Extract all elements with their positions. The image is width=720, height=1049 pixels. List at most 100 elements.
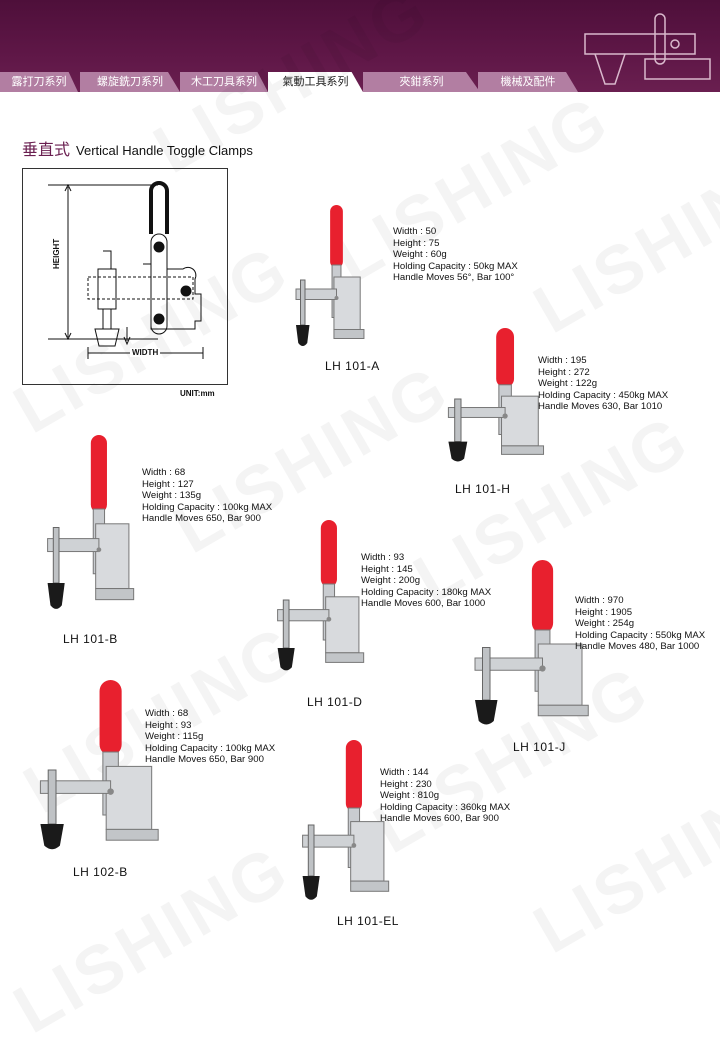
width-label: WIDTH [130,348,161,357]
spec-weight: Weight : 200g [361,575,421,587]
spec-width: Width : 93 [361,552,405,563]
clamp-base [95,523,130,590]
spec-weight: Weight : 60g [393,249,447,261]
spec-width: Width : 970 [575,595,624,606]
spindle-bolt [300,279,306,326]
spec-width: Width : 50 [393,226,437,237]
rubber-spindle-tip [448,441,468,462]
height-label: HEIGHT [52,238,61,269]
clamp-base [105,765,153,830]
spec-height: Height : 145 [361,563,413,575]
red-handle-grip [90,435,107,513]
tab-2[interactable]: 木工刀具系列 [180,72,268,92]
rubber-spindle-tip [47,583,65,609]
rubber-spindle-tip [475,700,498,725]
watermark: LISHING [521,749,720,968]
spec-height: Height : 272 [538,366,590,378]
product-image-lh-101-d [270,520,365,680]
product-model-label: LH 101-H [455,482,511,496]
pivot-rivet [107,788,114,795]
spec-moves: Handle Moves 650, Bar 900 [142,513,261,525]
spec-height: Height : 230 [380,778,432,790]
tab-5[interactable]: 機械及配件 [478,72,578,92]
clamp-bar [474,657,543,671]
spec-moves: Handle Moves 56°, Bar 100° [393,272,515,284]
pivot-rivet [326,616,332,622]
spec-moves: Handle Moves 650, Bar 900 [145,754,264,766]
tab-1[interactable]: 螺旋銑刀系列 [80,72,180,92]
tab-0[interactable]: 露打刀系列 [0,72,78,92]
pivot-rivet [96,547,102,553]
product-model-label: LH 101-D [307,695,363,709]
product-model-label: LH 102-B [73,865,128,879]
product-model-label: LH 101-J [513,740,566,754]
spec-moves: Handle Moves 630, Bar 1010 [538,401,663,413]
clamp-base [350,821,385,882]
red-handle-grip [496,328,515,388]
spec-moves: Handle Moves 600, Bar 900 [380,813,499,825]
product-image-lh-101-b [40,435,135,620]
red-handle-grip [99,680,122,756]
spec-weight: Weight : 254g [575,618,635,630]
spec-moves: Handle Moves 480, Bar 1000 [575,641,700,653]
spindle-bolt [282,599,290,649]
clamp-base [537,643,583,706]
spec-capacity: Holding Capacity : 360kg MAX [380,801,511,813]
product-model-label: LH 101-A [325,359,380,373]
spindle-bolt [47,769,57,825]
clamp-bar [47,538,100,553]
spec-weight: Weight : 135g [142,490,202,502]
mounting-plate [501,445,545,455]
mounting-plate [333,329,365,339]
spec-height: Height : 127 [142,478,194,490]
section-title: 垂直式 Vertical Handle Toggle Clamps [22,136,253,160]
product-image-lh-101-h [440,328,545,470]
spec-capacity: Holding Capacity : 180kg MAX [361,586,492,598]
spec-height: Height : 93 [145,719,192,731]
red-handle-grip [320,520,337,588]
section-title-en: Vertical Handle Toggle Clamps [76,143,253,158]
mounting-plate [325,652,365,663]
pivot-rivet [502,413,508,419]
pivot-rivet [351,843,357,848]
tab-3-active[interactable]: 氣動工具系列 [268,72,363,92]
pivot-rivet [539,665,546,672]
rubber-spindle-tip [302,876,320,900]
mounting-plate [105,828,159,841]
section-title-zh: 垂直式 [22,142,71,159]
product-model-label: LH 101-B [63,632,118,646]
product-image-lh-102-b [30,680,160,860]
spec-height: Height : 75 [393,237,440,249]
spec-capacity: Holding Capacity : 100kg MAX [142,501,273,513]
clamp-base [333,276,361,330]
mounting-plate [537,704,589,717]
rubber-spindle-tip [296,325,310,346]
spec-capacity: Holding Capacity : 100kg MAX [145,742,276,754]
spindle-bolt [482,647,491,701]
watermark: LISHING [1,829,303,1048]
rubber-spindle-tip [277,648,295,671]
watermark: LISHING [521,129,720,348]
spec-capacity: Holding Capacity : 50kg MAX [393,260,518,272]
product-model-label: LH 101-EL [337,914,399,928]
mounting-plate [95,588,135,601]
spec-moves: Handle Moves 600, Bar 1000 [361,598,486,610]
dimension-diagram: HEIGHT WIDTH [22,168,228,385]
spindle-bolt [307,824,315,877]
clamp-bar [302,834,355,848]
rubber-spindle-tip [40,824,64,850]
clamp-bar [295,288,337,300]
clamp-line-art-icon [584,13,711,85]
spindle-bolt [454,398,462,443]
clamp-base [501,395,539,447]
pivot-rivet [334,296,339,300]
tab-4[interactable]: 夾鉗系列 [363,72,480,92]
spec-capacity: Holding Capacity : 450kg MAX [538,389,669,401]
